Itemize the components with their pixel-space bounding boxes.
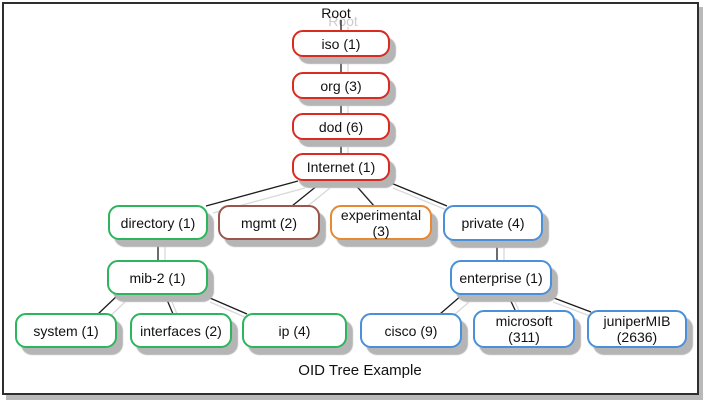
node-experimental: experimental (3): [330, 205, 432, 240]
node-dod-label: dod (6): [318, 118, 364, 135]
node-mgmt: mgmt (2): [218, 205, 320, 240]
node-system-label: system (1): [33, 322, 99, 339]
node-experimental-label: experimental (3): [340, 206, 422, 239]
node-iso-label: iso (1): [321, 35, 361, 52]
node-ip-label: ip (4): [278, 322, 311, 339]
node-cisco-label: cisco (9): [384, 322, 438, 339]
node-internet: Internet (1): [292, 153, 390, 181]
node-org: org (3): [292, 72, 390, 99]
node-iso: iso (1): [292, 30, 390, 57]
node-private: private (4): [443, 205, 543, 241]
node-internet-label: Internet (1): [306, 159, 376, 175]
node-system: system (1): [15, 313, 117, 348]
node-mib-2-label: mib-2 (1): [129, 269, 186, 286]
root-label: Root: [321, 5, 351, 21]
diagram-border-frame: [2, 2, 699, 395]
node-enterprise: enterprise (1): [450, 260, 552, 295]
node-org-label: org (3): [320, 77, 362, 94]
node-private-label: private (4): [461, 215, 525, 231]
node-enterprise-label: enterprise (1): [459, 269, 543, 286]
node-microsoft-label: microsoft (311): [495, 313, 553, 345]
node-interfaces: interfaces (2): [130, 313, 232, 348]
node-microsoft: microsoft (311): [473, 310, 575, 348]
node-junipermib: juniperMIB (2636): [587, 310, 687, 348]
diagram-title: OID Tree Example: [298, 362, 422, 379]
node-directory: directory (1): [108, 205, 208, 240]
node-dod: dod (6): [292, 113, 390, 140]
node-mib-2: mib-2 (1): [107, 260, 208, 295]
node-mgmt-label: mgmt (2): [241, 214, 297, 231]
node-directory-label: directory (1): [120, 214, 196, 231]
node-interfaces-label: interfaces (2): [140, 322, 222, 339]
node-cisco: cisco (9): [360, 313, 462, 348]
node-ip: ip (4): [242, 313, 347, 348]
node-junipermib-label: juniperMIB (2636): [603, 313, 671, 345]
